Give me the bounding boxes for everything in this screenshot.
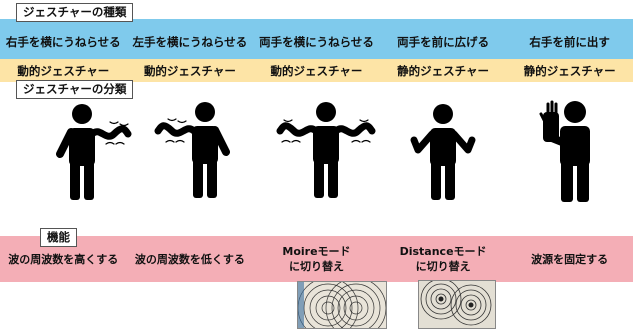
person-left-arm-wave-icon bbox=[154, 102, 230, 198]
gesture-type: 静的ジェスチャー bbox=[397, 64, 490, 78]
gesture-description: 両手を横にうねらせる bbox=[259, 35, 374, 49]
gesture-description: 右手を横にうねらせる bbox=[5, 35, 121, 49]
gesture-type: 静的ジェスチャー bbox=[523, 64, 616, 78]
function-cell: 波の周波数を高くする bbox=[0, 238, 127, 280]
gesture-description: 左手を横にうねらせる bbox=[132, 35, 248, 49]
person-palm-forward-icon bbox=[539, 100, 590, 202]
function-text: Moireモード bbox=[282, 245, 351, 258]
function-text: に切り替え bbox=[415, 260, 471, 273]
gesture-type: 動的ジェスチャー bbox=[17, 64, 110, 78]
function-cell: 波源を固定する bbox=[506, 238, 633, 280]
distance-pattern-image bbox=[419, 281, 495, 328]
gesture-kind-label: ジェスチャーの種類 bbox=[16, 3, 134, 22]
function-row: 波の周波数を高くする 波の周波数を低くする Moireモード に切り替え Dis… bbox=[0, 238, 633, 280]
function-cell: Moireモード に切り替え bbox=[253, 238, 380, 280]
gesture-class-band bbox=[0, 59, 633, 82]
function-band bbox=[0, 236, 633, 282]
function-text: Distanceモード bbox=[399, 245, 487, 258]
function-text: に切り替え bbox=[288, 260, 344, 273]
function-text: 波の周波数を低くする bbox=[134, 252, 245, 266]
gesture-figures bbox=[0, 98, 633, 208]
function-cell: 波の周波数を低くする bbox=[127, 238, 254, 280]
function-cell: Distanceモード に切り替え bbox=[380, 238, 507, 280]
gesture-description: 右手を前に出す bbox=[529, 35, 610, 49]
gesture-classification-label: ジェスチャーの分類 bbox=[16, 80, 134, 99]
gesture-type: 動的ジェスチャー bbox=[270, 64, 363, 78]
person-right-arm-wave-icon bbox=[56, 104, 132, 200]
moire-mode-photo bbox=[297, 281, 387, 329]
function-text: 波源を固定する bbox=[531, 252, 609, 266]
gesture-figures-svg bbox=[56, 100, 590, 202]
function-label: 機能 bbox=[40, 228, 77, 247]
gesture-type: 動的ジェスチャー bbox=[143, 64, 236, 78]
gesture-description-row: 右手を横にうねらせる 左手を横にうねらせる 両手を横にうねらせる 両手を前に広げ… bbox=[0, 32, 633, 52]
function-text: 波の周波数を高くする bbox=[8, 252, 119, 266]
gesture-kind-band bbox=[0, 19, 633, 59]
moire-pattern-image bbox=[298, 282, 386, 328]
person-both-arms-wave-icon bbox=[276, 102, 376, 198]
gesture-type-row: 動的ジェスチャー 動的ジェスチャー 動的ジェスチャー 静的ジェスチャー 静的ジェ… bbox=[0, 61, 633, 81]
gesture-description: 両手を前に広げる bbox=[397, 35, 490, 49]
person-arms-spread-icon bbox=[410, 104, 476, 200]
distance-mode-photo bbox=[418, 280, 496, 329]
